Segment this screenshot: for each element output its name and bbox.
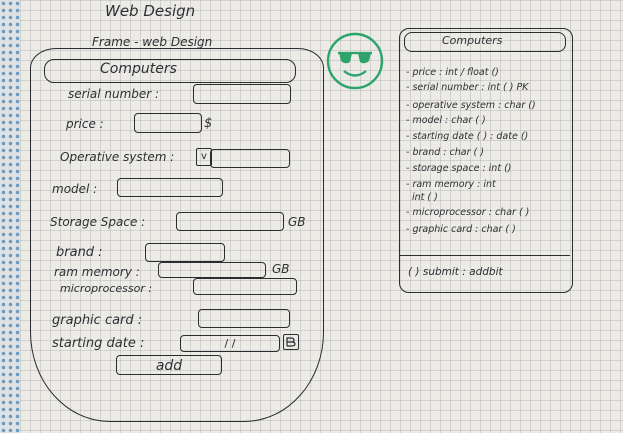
price-input[interactable] [134, 113, 202, 133]
notebook-binding [0, 0, 20, 433]
chevron-down-icon: v [201, 151, 207, 162]
frame-title: Frame - web Design [92, 35, 213, 49]
microprocessor-input[interactable] [193, 278, 297, 295]
serial-number-label: serial number : [68, 87, 160, 101]
add-button-label: add [155, 358, 183, 374]
model-input[interactable] [117, 178, 223, 197]
class-attribute: - serial number : int ( ) PK [406, 82, 529, 93]
calendar-icon[interactable] [283, 334, 299, 350]
class-attribute: int ( ) [412, 192, 438, 203]
operative-system-select[interactable] [210, 149, 290, 168]
price-label: price : [66, 117, 104, 131]
ram-unit: GB [272, 262, 290, 276]
ram-memory-input[interactable] [158, 262, 266, 278]
page-title: Web Design [105, 2, 196, 20]
class-panel-divider [400, 255, 570, 256]
class-method: ( ) submit : addbit [408, 266, 503, 278]
form-header-title: Computers [100, 61, 177, 77]
class-attribute: - price : int / float () [406, 67, 499, 78]
microprocessor-label: microprocessor : [60, 282, 153, 295]
starting-date-input[interactable]: / / [180, 335, 280, 352]
starting-date-value: / / [224, 337, 236, 350]
operative-system-dropdown[interactable]: v [196, 148, 212, 166]
class-attribute: - ram memory : int [406, 179, 496, 190]
class-panel-header-bar [404, 32, 566, 52]
class-attribute: - operative system : char () [406, 100, 536, 111]
storage-space-label: Storage Space : [50, 215, 146, 229]
storage-space-input[interactable] [176, 212, 284, 231]
storage-unit: GB [288, 215, 306, 229]
sunglasses-smiley-icon [326, 32, 384, 90]
price-unit: $ [204, 116, 213, 131]
class-attribute: - model : char ( ) [406, 115, 486, 126]
brand-label: brand : [56, 245, 103, 260]
ram-memory-label: ram memory : [54, 265, 140, 279]
class-panel [399, 28, 573, 293]
graphic-card-label: graphic card : [52, 313, 143, 328]
class-attribute: - graphic card : char ( ) [406, 224, 516, 235]
form-frame [30, 48, 324, 422]
class-attribute: - starting date ( ) : date () [406, 131, 529, 142]
class-panel-title: Computers [442, 34, 503, 47]
class-attribute: - storage space : int () [406, 163, 512, 174]
class-attribute: - microprocessor : char ( ) [406, 207, 530, 218]
model-label: model : [52, 182, 98, 196]
operative-system-label: Operative system : [60, 150, 175, 164]
serial-number-input[interactable] [193, 84, 291, 104]
starting-date-label: starting date : [52, 336, 145, 351]
class-attribute: - brand : char ( ) [406, 147, 484, 158]
graphic-card-input[interactable] [198, 309, 290, 328]
form-header-bar [44, 59, 296, 83]
add-button[interactable]: add [116, 355, 222, 375]
brand-input[interactable] [145, 243, 225, 262]
